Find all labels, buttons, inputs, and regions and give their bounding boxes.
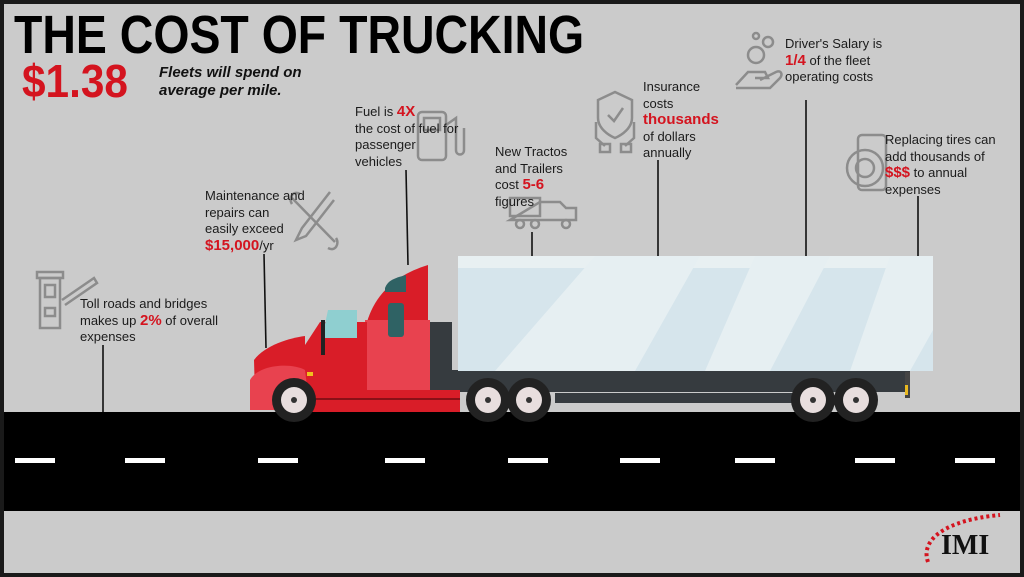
fuel-pump-icon bbox=[416, 110, 466, 162]
headline-price: $1.38 bbox=[22, 55, 128, 107]
fact-fuel: Fuel is 4X the cost of fuel for passenge… bbox=[355, 103, 459, 169]
fact-tires: Replacing tires can add thousands of $$$… bbox=[885, 132, 996, 197]
tires-icon bbox=[845, 133, 888, 192]
wheels bbox=[272, 378, 878, 422]
coins-hand-icon bbox=[735, 31, 783, 90]
page-title: THE COST OF TRUCKING bbox=[14, 5, 585, 65]
fact-salary: Driver's Salary is 1/4 of the fleet oper… bbox=[785, 36, 883, 84]
leader-lines bbox=[102, 100, 919, 412]
fact-tolls: Toll roads and bridges makes up 2% of ov… bbox=[80, 296, 219, 344]
fact-maintenance: Maintenance and repairs can easily excee… bbox=[205, 188, 305, 254]
lane-dashes bbox=[15, 458, 995, 463]
truck-cab bbox=[250, 265, 460, 412]
headline-caption: Fleets will spend on average per mile. bbox=[159, 64, 302, 99]
imi-logo: IMI bbox=[924, 513, 1001, 563]
truck-icon bbox=[505, 196, 578, 230]
fact-tractors: New Tractos and Trailers cost 5-6 figure… bbox=[495, 144, 568, 209]
wrench-screwdriver-icon bbox=[289, 191, 339, 251]
truck-illustration: IMI bbox=[4, 31, 1020, 563]
svg-text:IMI: IMI bbox=[941, 530, 989, 561]
fact-insurance: Insurance costs thousands of dollars ann… bbox=[643, 79, 719, 160]
trailer bbox=[458, 256, 933, 371]
toll-booth-icon bbox=[35, 270, 99, 330]
infographic: THE COST OF TRUCKING $1.38 Fleets will s… bbox=[4, 4, 1020, 573]
chassis bbox=[430, 370, 910, 392]
shield-hands-icon bbox=[594, 90, 636, 154]
